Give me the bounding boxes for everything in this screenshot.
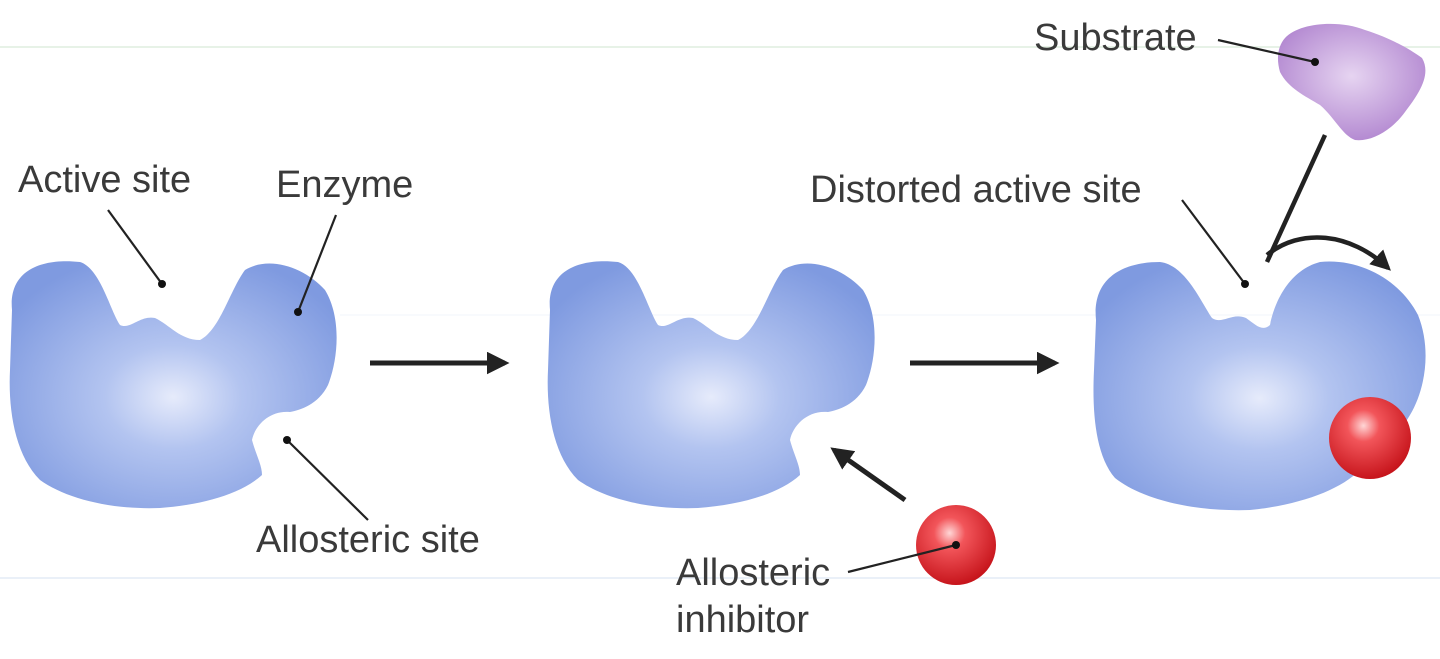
substrate-shape: [1277, 23, 1426, 141]
allosteric-inhibitor-label-line2: inhibitor: [676, 599, 809, 641]
bound-inhibitor-ball: [1329, 397, 1411, 479]
substrate-deflect-arrow: [1265, 235, 1391, 271]
inhibitor-binding-arrow: [830, 447, 907, 503]
distorted-active-site-leader: [1181, 199, 1246, 285]
allosteric-site-leader: [286, 439, 369, 521]
enzyme-shape-2: [547, 261, 875, 509]
distorted-active-site-label: Distorted active site: [810, 169, 1142, 211]
substrate-approach-line: [1264, 134, 1328, 263]
substrate-label: Substrate: [1034, 17, 1197, 59]
allosteric-site-label: Allosteric site: [256, 519, 480, 561]
active-site-dot: [158, 280, 166, 288]
substrate-leader: [1217, 38, 1316, 64]
allosteric-inhibitor-label-line1: Allosteric: [676, 552, 830, 594]
enzyme-dot: [294, 308, 302, 316]
enzyme-label: Enzyme: [276, 164, 413, 206]
distorted-active-site-dot: [1241, 280, 1249, 288]
allosteric-inhibitor-dot: [952, 541, 960, 549]
substrate-dot: [1311, 58, 1319, 66]
enzyme-shape-1: [9, 261, 337, 509]
active-site-leader: [107, 209, 163, 285]
allosteric-site-dot: [283, 436, 291, 444]
active-site-label: Active site: [18, 159, 191, 201]
enzyme-leader: [296, 214, 338, 313]
allosteric-inhibitor-leader: [847, 543, 957, 574]
